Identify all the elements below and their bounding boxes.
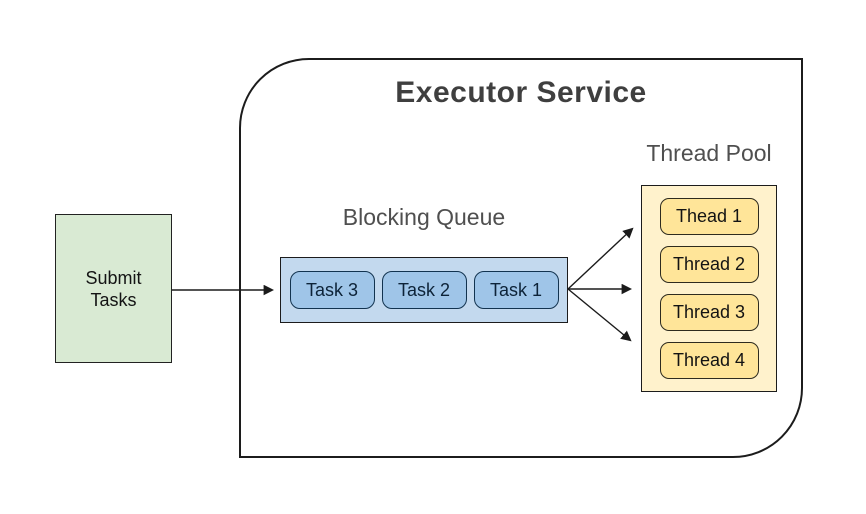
blocking-queue-box: Task 3 Task 2 Task 1 <box>280 257 568 323</box>
submit-tasks-box: Submit Tasks <box>55 214 172 363</box>
thread-box-2: Thread 2 <box>659 246 759 283</box>
executor-service-title: Executor Service <box>395 76 647 109</box>
thread-box-4: Thread 4 <box>659 342 759 379</box>
blocking-queue-label: Blocking Queue <box>342 204 506 230</box>
task-box-3: Task 3 <box>289 271 375 309</box>
submit-tasks-label-line1: Submit <box>85 267 142 288</box>
thread-pool-label: Thread Pool <box>646 140 772 166</box>
submit-tasks-label-line2: Tasks <box>90 289 137 310</box>
task-box-1: Task 1 <box>473 271 559 309</box>
thread-box-3: Thread 3 <box>659 294 759 331</box>
thread-pool-box: Thead 1 Thread 2 Thread 3 Thread 4 <box>641 185 777 392</box>
task-box-2: Task 2 <box>381 271 467 309</box>
executor-service-container <box>239 58 803 458</box>
thread-box-1: Thead 1 <box>659 198 759 235</box>
